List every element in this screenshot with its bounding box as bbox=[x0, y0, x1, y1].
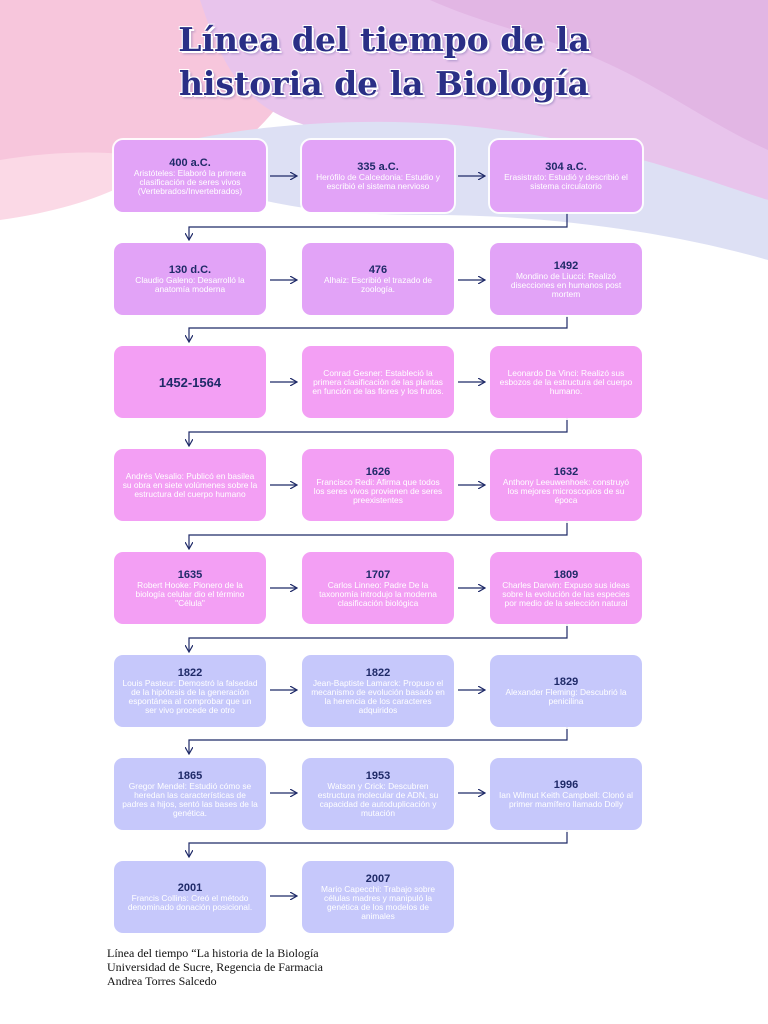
event-year: 1632 bbox=[553, 465, 579, 478]
footer-credits: Línea del tiempo “La historia de la Biol… bbox=[107, 946, 323, 988]
event-text: Charles Darwin: Expuso sus ideas sobre l… bbox=[502, 579, 630, 608]
event-card: 1635 Robert Hooke: Pionero de la biologí… bbox=[114, 552, 266, 624]
event-card: 1707 Carlos Linneo: Padre De la taxonomí… bbox=[302, 552, 454, 624]
event-year: 1822 bbox=[365, 667, 391, 679]
event-text: Leonardo Da Vinci: Realizó sus esbozos d… bbox=[499, 367, 633, 396]
event-text: Jean-Baptiste Lamarck: Propuso el mecani… bbox=[311, 678, 445, 715]
event-card: 130 d.C. Claudio Galeno: Desarrolló la a… bbox=[114, 243, 266, 315]
title-line-1: Línea del tiempo de la bbox=[178, 20, 590, 59]
event-year: 1809 bbox=[553, 568, 579, 581]
event-year: 1996 bbox=[553, 779, 579, 791]
event-card: 2001 Francis Collins: Creó el método den… bbox=[114, 861, 266, 933]
event-text: Mondino de Liucci: Realizó disecciones e… bbox=[510, 270, 622, 299]
event-text: Alhaiz: Escribió el trazado de zoología. bbox=[324, 275, 432, 294]
event-year: 1635 bbox=[177, 568, 203, 581]
event-text: Alexander Fleming: Descubrió la penicili… bbox=[505, 687, 627, 706]
event-text: Conrad Gesner: Estableció la primera cla… bbox=[312, 367, 444, 396]
event-card: 1492 Mondino de Liucci: Realizó diseccio… bbox=[490, 243, 642, 315]
event-year: 1822 bbox=[177, 667, 203, 679]
event-card: 1953 Watson y Crick: Descubren estructur… bbox=[302, 758, 454, 830]
event-card: 1822 Jean-Baptiste Lamarck: Propuso el m… bbox=[302, 655, 454, 727]
event-text: Gregor Mendel: Estudió cómo se heredan l… bbox=[122, 781, 258, 818]
event-text: Aristóteles: Elaboró la primera clasific… bbox=[133, 167, 247, 196]
event-year: 1626 bbox=[365, 465, 391, 478]
event-card: 1452-1564 bbox=[114, 346, 266, 418]
event-card: 1632 Anthony Leeuwenhoek: construyó los … bbox=[490, 449, 642, 521]
event-text: Mario Capecchi: Trabajo sobre células ma… bbox=[320, 884, 436, 921]
event-card: 400 a.C. Aristóteles: Elaboró la primera… bbox=[114, 140, 266, 212]
event-card: 1626 Francisco Redi: Afirma que todos lo… bbox=[302, 449, 454, 521]
event-card: 335 a.C. Herófilo de Calcedonia: Estudio… bbox=[302, 140, 454, 212]
page-title: Línea del tiempo de la historia de la Bi… bbox=[0, 18, 768, 106]
event-card: 1829 Alexander Fleming: Descubrió la pen… bbox=[490, 655, 642, 727]
event-year: 2007 bbox=[365, 873, 391, 885]
event-text: Francisco Redi: Afirma que todos los ser… bbox=[313, 476, 443, 505]
event-card: 304 a.C. Erasistrato: Estudió y describi… bbox=[490, 140, 642, 212]
event-year: 1829 bbox=[553, 676, 579, 688]
event-card: Leonardo Da Vinci: Realizó sus esbozos d… bbox=[490, 346, 642, 418]
event-card: 1865 Gregor Mendel: Estudió cómo se here… bbox=[114, 758, 266, 830]
event-card: 476 Alhaiz: Escribió el trazado de zoolo… bbox=[302, 243, 454, 315]
footer-line-2: Universidad de Sucre, Regencia de Farmac… bbox=[107, 960, 323, 974]
event-card: Andrés Vesalio: Publicó en basilea su ob… bbox=[114, 449, 266, 521]
event-year: 2001 bbox=[177, 882, 203, 894]
event-year: 1865 bbox=[177, 770, 203, 782]
event-text: Watson y Crick: Descubren estructura mol… bbox=[317, 781, 439, 818]
footer-line-1: Línea del tiempo “La historia de la Biol… bbox=[107, 946, 319, 960]
event-year: 130 d.C. bbox=[168, 264, 212, 276]
event-text: Francis Collins: Creó el método denomina… bbox=[127, 893, 253, 912]
title-line-2: historia de la Biología bbox=[178, 64, 590, 103]
event-text: Claudio Galeno: Desarrolló la anatomía m… bbox=[135, 275, 245, 294]
event-text: Louis Pasteur: Demostró la falsedad de l… bbox=[122, 678, 258, 715]
event-year: 304 a.C. bbox=[545, 161, 587, 173]
event-card: Conrad Gesner: Estableció la primera cla… bbox=[302, 346, 454, 418]
event-year: 400 a.C. bbox=[169, 156, 211, 169]
event-year: 1492 bbox=[553, 259, 579, 272]
event-year: 335 a.C. bbox=[357, 161, 399, 173]
footer-line-3: Andrea Torres Salcedo bbox=[107, 974, 217, 988]
event-year: 476 bbox=[368, 264, 388, 276]
event-year: 1452-1564 bbox=[158, 374, 222, 390]
event-year: 1953 bbox=[365, 770, 391, 782]
event-text: Herófilo de Calcedonia: Estudio y escrib… bbox=[316, 172, 440, 191]
event-text: Robert Hooke: Pionero de la biología cel… bbox=[135, 579, 245, 608]
event-text: Carlos Linneo: Padre De la taxonomía int… bbox=[319, 579, 437, 608]
event-card: 1996 Ian Wilmut Keith Campbell: Clonó al… bbox=[490, 758, 642, 830]
event-text: Anthony Leeuwenhoek: construyó los mejor… bbox=[502, 476, 630, 505]
event-card: 1809 Charles Darwin: Expuso sus ideas so… bbox=[490, 552, 642, 624]
event-card: 2007 Mario Capecchi: Trabajo sobre célul… bbox=[302, 861, 454, 933]
event-text: Andrés Vesalio: Publicó en basilea su ob… bbox=[122, 470, 258, 499]
event-text: Erasistrato: Estudió y describió el sist… bbox=[504, 172, 628, 191]
event-year: 1707 bbox=[365, 568, 391, 581]
event-text: Ian Wilmut Keith Campbell: Clonó al prim… bbox=[498, 790, 634, 809]
event-card: 1822 Louis Pasteur: Demostró la falsedad… bbox=[114, 655, 266, 727]
